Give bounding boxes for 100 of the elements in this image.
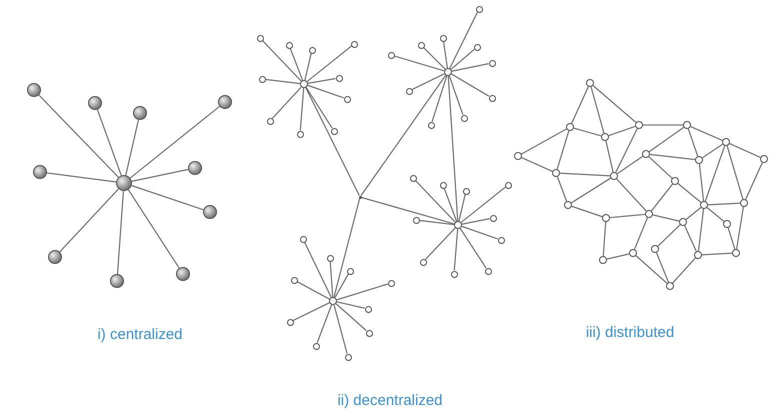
connector-line	[59, 188, 119, 252]
connector-line	[458, 194, 466, 222]
connector-line	[708, 202, 740, 206]
network-node	[760, 155, 768, 163]
network-node	[116, 175, 132, 191]
junction-point	[358, 196, 362, 198]
network-node	[629, 249, 637, 257]
connector-line	[745, 162, 763, 200]
connector-line	[116, 190, 124, 274]
connector-line	[304, 242, 332, 298]
connector-line	[610, 214, 646, 218]
connector-line	[336, 284, 388, 300]
connector-line	[394, 55, 444, 72]
network-node	[488, 94, 496, 102]
network-node	[504, 182, 512, 188]
connector-line	[419, 220, 454, 226]
network-node	[350, 40, 358, 48]
connector-line	[292, 302, 330, 321]
connector-line	[602, 222, 606, 256]
network-node	[695, 156, 703, 164]
network-node	[300, 236, 306, 242]
connector-line	[423, 47, 446, 70]
connector-line	[615, 128, 638, 173]
network-node	[412, 216, 420, 224]
network-node	[344, 96, 350, 102]
connector-line	[704, 146, 726, 202]
connector-line	[560, 172, 610, 176]
network-node	[732, 249, 740, 257]
connector-line	[634, 218, 648, 250]
network-node	[133, 106, 147, 120]
network-node	[286, 318, 294, 326]
network-node	[218, 95, 232, 109]
network-node	[552, 169, 560, 177]
connector-line	[412, 73, 445, 90]
connector-line	[448, 76, 464, 115]
network-node	[296, 130, 304, 138]
network-node	[671, 177, 679, 185]
connector-line	[636, 255, 668, 284]
network-node	[258, 76, 266, 82]
network-node	[290, 276, 298, 284]
network-node	[586, 79, 594, 87]
network-node	[188, 161, 202, 175]
connector-line	[572, 206, 602, 218]
connector-line	[290, 48, 304, 80]
network-node	[176, 267, 190, 281]
network-node	[48, 250, 62, 264]
connector-line	[648, 156, 672, 179]
network-node	[642, 150, 650, 158]
network-node	[601, 133, 609, 141]
network-node	[635, 121, 643, 129]
connector-line	[651, 184, 673, 212]
connector-line	[128, 189, 180, 268]
network-node	[312, 342, 320, 350]
connector-line	[308, 84, 344, 98]
network-node	[326, 254, 334, 262]
network-node	[514, 152, 522, 160]
connector-line	[131, 185, 204, 210]
connector-line	[296, 281, 330, 300]
network-node	[308, 46, 316, 54]
connector-line	[425, 228, 456, 260]
network-node	[490, 214, 496, 222]
network-node	[366, 330, 372, 336]
connector-line	[702, 252, 732, 256]
network-node	[454, 221, 462, 229]
connector-line	[306, 87, 333, 128]
connector-line	[360, 74, 446, 196]
network-node	[651, 245, 659, 253]
network-node	[460, 114, 468, 122]
network-node	[286, 42, 292, 48]
connector-line	[333, 198, 360, 298]
network-node	[602, 214, 610, 222]
connector-line	[316, 304, 332, 343]
network-node	[410, 174, 416, 182]
network-node	[364, 306, 372, 312]
connector-line	[361, 196, 454, 224]
connector-line	[262, 40, 302, 82]
network-node	[300, 80, 308, 88]
connector-line	[336, 301, 365, 309]
connector-line	[648, 126, 684, 152]
network-node	[440, 34, 446, 42]
network-node	[679, 218, 687, 226]
network-node	[666, 282, 674, 290]
connector-line	[616, 156, 644, 174]
connector-line	[678, 183, 702, 203]
network-node	[683, 121, 691, 129]
connector-line	[334, 304, 348, 354]
network-node	[610, 172, 618, 180]
network-node	[256, 34, 264, 42]
connector-line	[658, 224, 680, 247]
connector-line	[265, 78, 300, 84]
connector-line	[334, 274, 349, 298]
connector-line	[686, 207, 702, 220]
connector-line	[38, 94, 119, 178]
network-node	[645, 210, 653, 218]
connector-line	[729, 143, 761, 158]
connector-line	[336, 303, 367, 332]
connector-line	[706, 207, 724, 222]
network-node	[330, 128, 338, 134]
connector-line	[571, 86, 589, 124]
connector-line	[650, 154, 696, 160]
